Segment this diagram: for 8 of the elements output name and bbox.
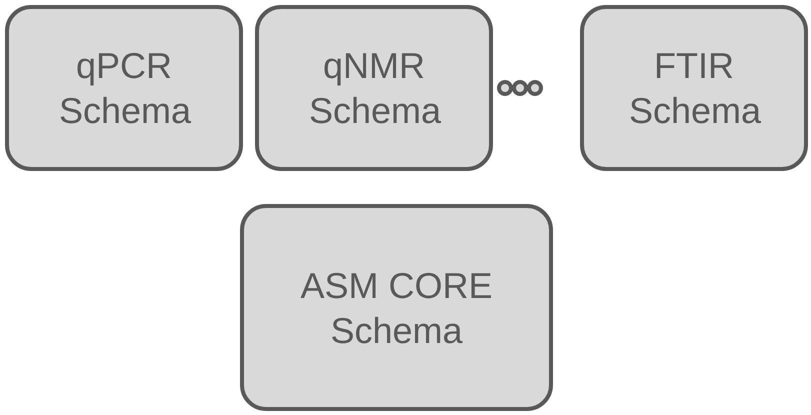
schema-box [5,5,243,171]
box-label: ASM CORE Schema [299,264,494,352]
schema-box [240,204,553,411]
box-label: FTIR Schema [629,44,759,133]
box-label: qPCR Schema [59,44,189,133]
box-label: qNMR Schema [309,44,439,133]
schema-box [255,5,493,171]
schema-box [580,5,808,171]
